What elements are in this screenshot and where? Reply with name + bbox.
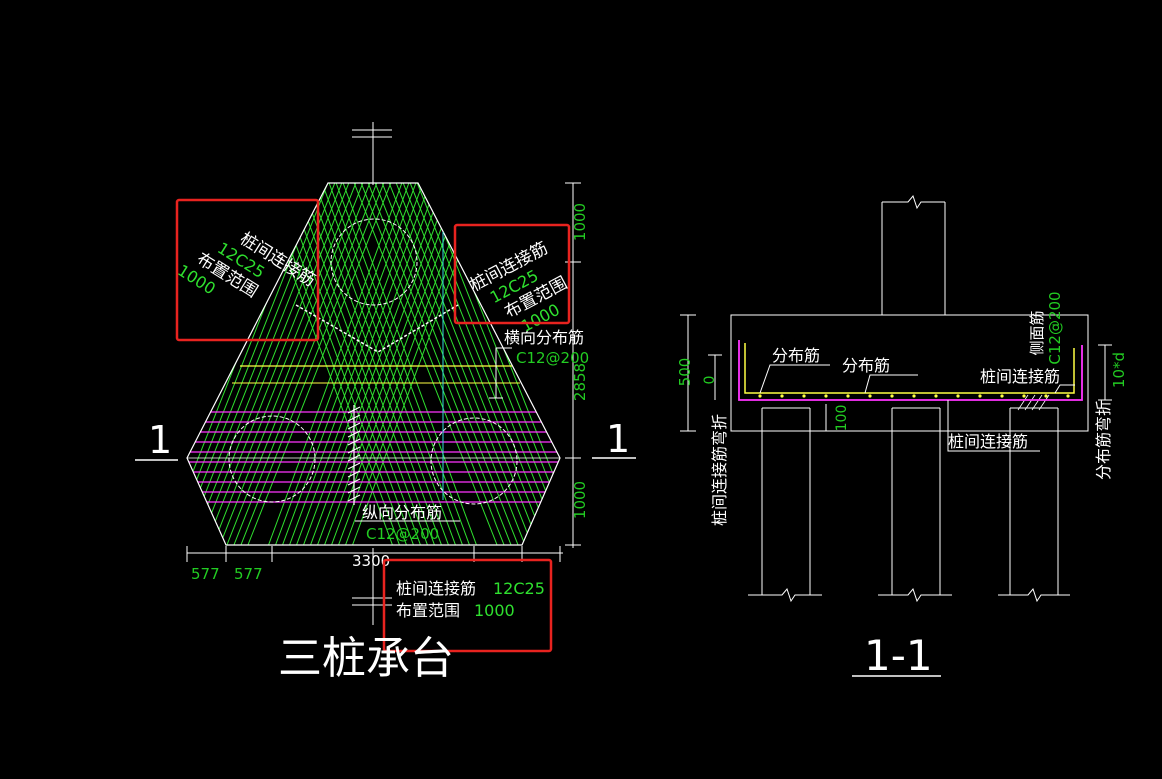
section-label-side-spec: C12@200	[1046, 291, 1064, 364]
dim-mid: 2858	[571, 363, 589, 401]
plan-title: 三桩承台	[278, 633, 454, 684]
dim-left-1: 577	[191, 565, 220, 583]
section-title: 1-1	[864, 631, 933, 680]
label-dist-2: 分布筋	[842, 356, 890, 375]
section-dim-zero: 0	[702, 376, 718, 385]
highlight-box-bottom	[382, 558, 553, 653]
svg-text:布置范围: 布置范围	[396, 601, 460, 620]
label-pile-conn-top: 桩间连接筋	[980, 367, 1060, 386]
section-label-right-vertical: 分布筋弯折	[1094, 400, 1113, 480]
transverse-label: 横向分布筋	[504, 328, 584, 347]
section-label-10d: 10*d	[1110, 352, 1128, 388]
distribution-bar	[744, 343, 1075, 394]
pile-right	[430, 417, 518, 505]
section-mark-right: 1	[606, 417, 630, 461]
callout-bottom: 桩间连接筋 12C25 布置范围 1000	[396, 579, 545, 620]
dim-top: 1000	[571, 203, 589, 241]
label-pile-conn-bottom: 桩间连接筋	[948, 432, 1028, 451]
section-dim-100: 100	[834, 405, 850, 432]
section-dim-height: 500	[676, 358, 694, 387]
pile-connection-bar	[738, 340, 1083, 401]
label-dist-1: 分布筋	[772, 346, 820, 365]
dim-left-2: 577	[234, 565, 263, 583]
svg-text:1000: 1000	[474, 601, 515, 620]
svg-text:12C25: 12C25	[493, 579, 545, 598]
section-mark-left: 1	[148, 418, 172, 462]
transverse-spec: C12@200	[516, 349, 589, 367]
section-label-side: 侧面筋	[1028, 310, 1046, 355]
section-cap	[730, 314, 1089, 432]
dim-total: 3300	[352, 552, 390, 570]
pile-top	[330, 218, 418, 306]
dim-bottom: 1000	[571, 481, 589, 519]
longitudinal-label: 纵向分布筋	[362, 503, 442, 522]
svg-text:桩间连接筋: 桩间连接筋	[396, 579, 476, 598]
section-view: 分布筋 分布筋 桩间连接筋 桩间连接筋 500 0 100 10*d 侧面筋 C…	[676, 194, 1128, 680]
longitudinal-spec: C12@200	[366, 525, 439, 543]
section-label-left-vertical: 桩间连接筋弯折	[710, 414, 729, 526]
highlight-box-tr	[453, 223, 571, 325]
plan-view: 1000 2858 1000 横向分布筋 C12@200 纵向分布筋 C12@2…	[135, 122, 636, 684]
highlight-box-tl	[175, 198, 320, 342]
pile-left	[228, 415, 316, 503]
